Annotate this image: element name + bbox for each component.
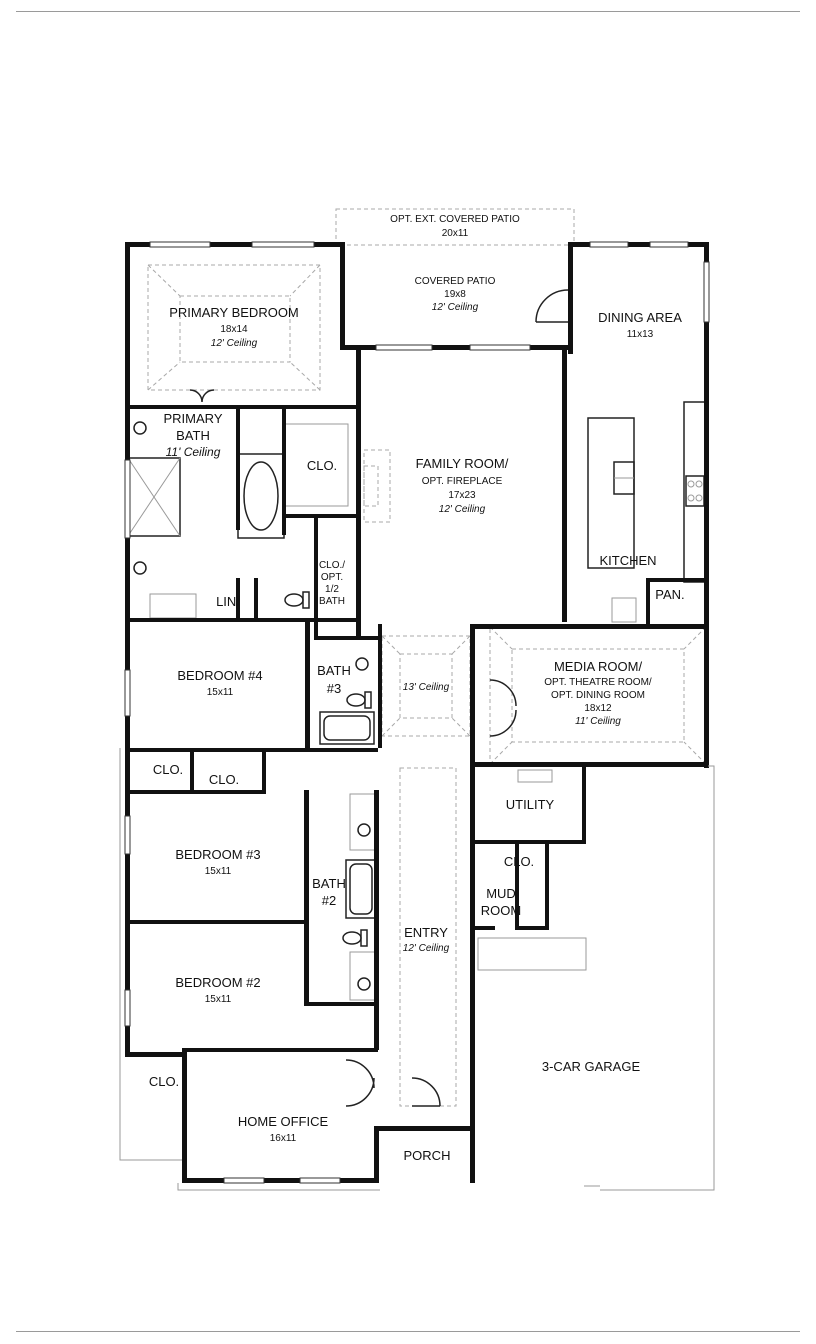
room-label-kitchen: KITCHEN [599,553,656,568]
room-ceiling-media-room: 11' Ceiling [575,716,621,727]
room-label-clo-b4b: CLO. [209,772,239,787]
room-dim-opt-patio: 20x11 [442,228,469,239]
room-label-media-room: MEDIA ROOM/ [554,659,643,674]
room-label-porch: PORCH [404,1148,451,1163]
cooktop [685,475,705,507]
room-dim-bedroom3: 15x11 [205,866,232,877]
garage-step [477,937,587,971]
room-label-primary-bath-1: PRIMARY [164,411,223,426]
room-label-bath3-1: BATH [317,663,351,678]
room-label-pan: PAN. [655,587,684,602]
top-rule [16,11,800,12]
tub-bath3 [319,711,375,745]
room-dim-dining-area: 11x13 [627,329,654,340]
door-media [489,679,517,737]
fireplace [363,449,391,523]
sink-primary-1 [133,421,147,435]
room-label-half-bath-2: OPT. [321,572,343,583]
toilet-bath2 [342,931,362,945]
room-ceiling-primary-bedroom: 12' Ceiling [211,338,258,349]
room-label-half-bath-1: CLO./ [319,560,345,571]
room-dim-media-room: 18x12 [584,703,612,714]
room-ceiling-foyer: 13' Ceiling [403,682,450,693]
room-dim-bedroom2: 15x11 [205,994,232,1005]
room-dim-covered-patio: 19x8 [444,289,466,300]
room-label-home-office: HOME OFFICE [238,1114,329,1129]
room-dim-family-room: 17x23 [448,490,476,501]
room-label-mud-room-1: MUD [486,886,516,901]
door-entry [411,1077,441,1107]
room-label-lin: LIN. [216,594,240,609]
room-dim-home-office: 16x11 [270,1133,297,1144]
room-label-clo-b2: CLO. [149,1074,179,1089]
room-label-clo-primary: CLO. [307,458,337,473]
room-ceiling-family-room: 12' Ceiling [439,504,486,515]
room-label-bath2-1: BATH [312,876,346,891]
door-office [345,1059,375,1107]
room-sub-family-room: OPT. FIREPLACE [422,476,503,487]
room-label-half-bath-4: BATH [319,596,345,607]
room-label-family-room: FAMILY ROOM/ [416,456,509,471]
room-dim-bedroom4: 15x11 [207,687,234,698]
room-sub2-media-room: OPT. DINING ROOM [551,690,645,701]
room-dim-primary-bedroom: 18x14 [220,324,248,335]
bottom-rule [16,1331,800,1332]
room-label-bedroom4: BEDROOM #4 [177,668,262,683]
room-label-garage: 3-CAR GARAGE [542,1059,641,1074]
room-label-primary-bath-2: BATH [176,428,210,443]
room-ceiling-entry: 12' Ceiling [403,943,450,954]
room-label-opt-patio: OPT. EXT. COVERED PATIO [390,214,520,225]
garage-outline [600,765,715,1191]
room-label-half-bath-3: 1/2 [325,584,339,595]
room-label-entry: ENTRY [404,925,448,940]
sink-bath2-2 [357,977,371,991]
kitchen-counter [683,401,707,583]
door-dining [535,289,569,323]
sink-bath3 [355,657,369,671]
room-label-mud-room-2: ROOM [481,903,521,918]
toilet-bath3 [346,693,366,707]
room-label-bath3-2: #3 [327,681,341,696]
room-label-bedroom3: BEDROOM #3 [175,847,260,862]
opt-ext-patio-outline [335,208,575,246]
room-label-clo-utility: CLO. [504,854,534,869]
room-label-utility: UTILITY [506,797,555,812]
room-label-bath2-2: #2 [322,893,336,908]
room-ceiling-covered-patio: 12' Ceiling [432,302,479,313]
kitchen-island [587,417,635,569]
room-label-covered-patio: COVERED PATIO [415,276,496,287]
primary-bedroom-tray [147,264,321,391]
room-label-bedroom2: BEDROOM #2 [175,975,260,990]
door-primary-bed [189,389,215,403]
room-label-clo-b4a: CLO. [153,762,183,777]
room-label-primary-bedroom: PRIMARY BEDROOM [169,305,299,320]
wall [125,242,130,624]
toilet-half-bath [284,593,304,607]
sink-primary-2 [133,561,147,575]
room-label-dining-area: DINING AREA [598,310,682,325]
tub [237,453,285,539]
room-ceiling-primary-bath: 11' Ceiling [166,445,221,459]
room-sub1-media-room: OPT. THEATRE ROOM/ [544,677,652,688]
sink-bath2-1 [357,823,371,837]
window [149,241,211,248]
